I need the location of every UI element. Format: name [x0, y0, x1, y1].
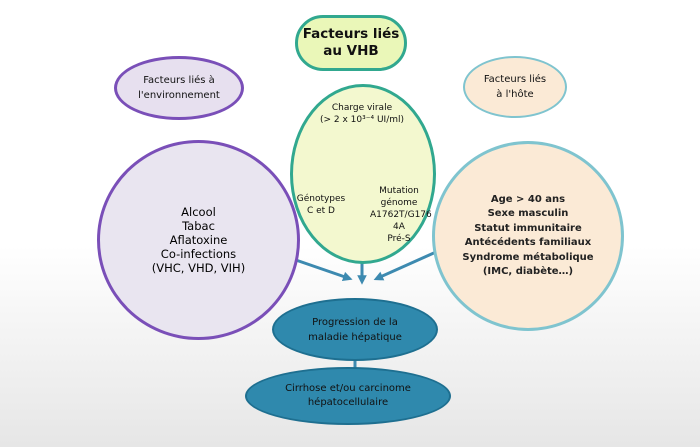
progression-ellipse: Progression de la maladie hépatique: [272, 298, 438, 361]
outcome-text: Cirrhose et/ou carcinome hépatocellulair…: [285, 383, 411, 408]
progression-text: Progression de la maladie hépatique: [308, 316, 402, 343]
host-factors-label-ellipse: Facteurs liés à l'hôte: [463, 56, 567, 118]
title-box: Facteurs liés au VHB: [295, 15, 407, 71]
arrow-host-to-progression: [373, 250, 437, 281]
environment-factors-list: Alcool Tabac Aflatoxine Co-infections (V…: [151, 205, 246, 275]
charge-virale-text: Charge virale (> 2 x 10³⁻⁴ UI/ml): [319, 103, 405, 125]
title-text: Facteurs liés au VHB: [302, 26, 400, 59]
environment-factors-circle: Alcool Tabac Aflatoxine Co-infections (V…: [97, 140, 300, 340]
environment-factors-label: Facteurs liés à l'environnement: [138, 75, 220, 101]
host-factors-label: Facteurs liés à l'hôte: [483, 74, 547, 100]
virus-factors-ellipse: [290, 84, 436, 264]
genotypes-text: Génotypes C et D: [296, 194, 346, 216]
environment-factors-label-ellipse: Facteurs liés à l'environnement: [114, 56, 244, 120]
arrow-env-to-progression: [289, 256, 353, 281]
host-factors-list: Age > 40 ans Sexe masculin Statut immuni…: [462, 193, 594, 278]
host-factors-circle: Age > 40 ans Sexe masculin Statut immuni…: [432, 141, 624, 331]
outcome-ellipse: Cirrhose et/ou carcinome hépatocellulair…: [245, 367, 451, 425]
mutation-text: Mutation génome A1762T/G176 4A Pré-S: [370, 186, 432, 244]
